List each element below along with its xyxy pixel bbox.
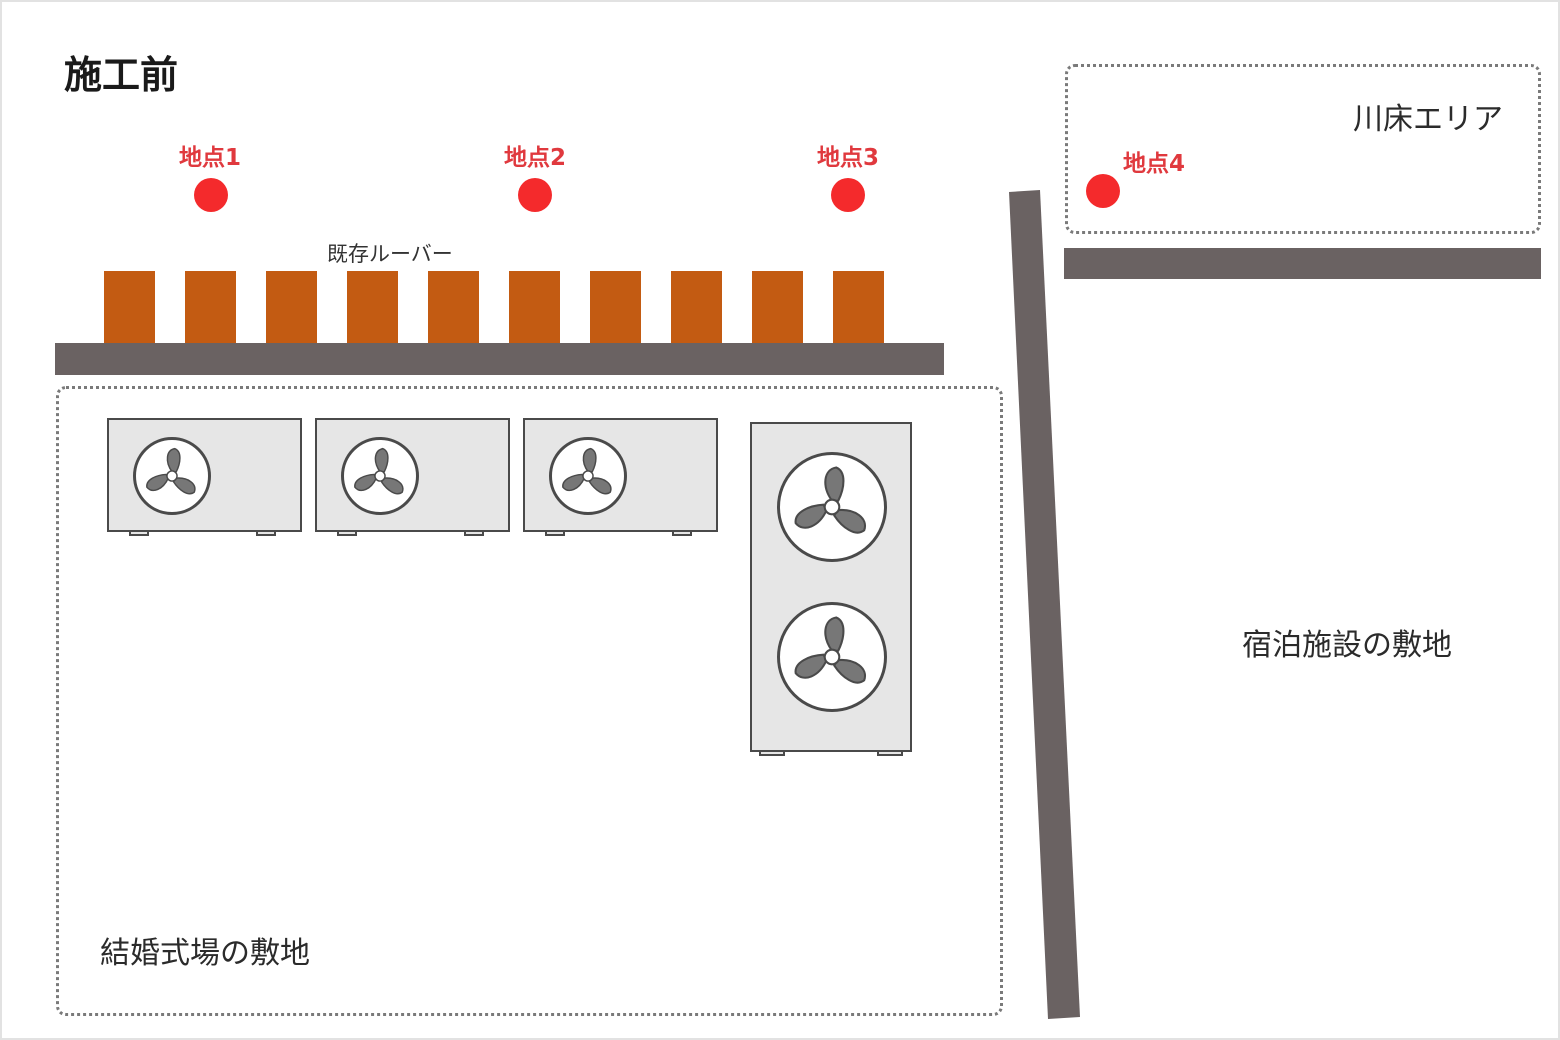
unit-foot — [129, 530, 149, 536]
point-3-marker — [831, 178, 865, 212]
unit-foot — [464, 530, 484, 536]
louver-slat — [833, 271, 884, 344]
fan-icon — [341, 437, 419, 515]
unit-foot — [672, 530, 692, 536]
unit-foot — [877, 750, 903, 756]
louver-slat — [266, 271, 317, 344]
outdoor-unit — [315, 418, 510, 532]
louver-label: 既存ルーバー — [327, 242, 453, 266]
point-4-marker — [1086, 174, 1120, 208]
louver-slat — [347, 271, 398, 344]
outdoor-unit — [523, 418, 718, 532]
lodging-zone-label: 宿泊施設の敷地 — [1242, 628, 1452, 663]
fan-icon — [549, 437, 627, 515]
point-2-marker — [518, 178, 552, 212]
wedding-wall — [55, 343, 944, 375]
louver-slat — [185, 271, 236, 344]
point-1-marker — [194, 178, 228, 212]
wedding-zone — [56, 386, 1003, 1016]
louver-slat — [428, 271, 479, 344]
louver-slat — [509, 271, 560, 344]
kawadoko-wall — [1064, 248, 1541, 279]
kawadoko-zone-label: 川床エリア — [1353, 102, 1503, 137]
outdoor-unit-tall — [750, 422, 912, 752]
fan-icon — [777, 602, 887, 712]
louver-slat — [104, 271, 155, 344]
boundary-wall — [1009, 190, 1080, 1019]
point-4-label: 地点4 — [1122, 151, 1186, 177]
page-title: 施工前 — [64, 53, 179, 97]
fan-icon — [133, 437, 211, 515]
outdoor-unit — [107, 418, 302, 532]
unit-foot — [759, 750, 785, 756]
point-1-label: 地点1 — [178, 145, 242, 171]
kawadoko-zone — [1065, 64, 1541, 234]
louver-slat — [590, 271, 641, 344]
point-2-label: 地点2 — [503, 145, 567, 171]
fan-icon — [777, 452, 887, 562]
louver-slat — [752, 271, 803, 344]
unit-foot — [256, 530, 276, 536]
point-3-label: 地点3 — [816, 145, 880, 171]
wedding-zone-label: 結婚式場の敷地 — [100, 936, 310, 971]
unit-foot — [545, 530, 565, 536]
unit-foot — [337, 530, 357, 536]
louver-slat — [671, 271, 722, 344]
